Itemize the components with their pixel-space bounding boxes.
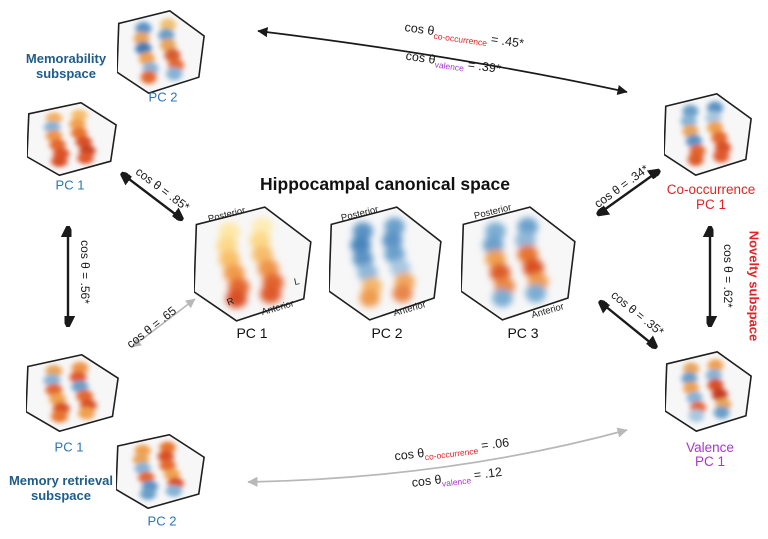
retrieval-subspace-label: Memory retrieval subspace: [8, 473, 114, 504]
cos-bottom-valence-value: = .12: [469, 464, 503, 483]
cos-cooccurrence-valence: cos θ = .62*: [720, 244, 735, 308]
cos-bottom-valence-sub: valence: [441, 475, 472, 489]
canonical-space-title: Hippocampal canonical space: [260, 173, 510, 194]
cos-bottom-cooccurrence-prefix: cos θ: [393, 445, 426, 464]
cos-bottom-cooccurrence: cos θco-occurrence = .06: [394, 435, 511, 466]
retrieval-subspace-line1: Memory retrieval: [8, 473, 114, 489]
memorability-pc2-label: PC 2: [148, 89, 178, 105]
cooccurrence-label: Co-occurrence: [666, 182, 756, 198]
memorability-pc1-label: PC 1: [55, 177, 85, 193]
retrieval-pc2-label: PC 2: [147, 513, 177, 529]
retrieval-subspace-line2: subspace: [31, 488, 91, 503]
cos-canonical-valence: cos θ = .35*: [608, 287, 667, 339]
brain-map-canonical-pc2: [329, 206, 442, 321]
cos-top-valence-value: = .39*: [463, 57, 502, 76]
cos-top-valence: cos θvalence = .39*: [404, 48, 502, 79]
cooccurrence-pc1-label: PC 1: [695, 197, 727, 213]
cos-top-cooccurrence-prefix: cos θ: [403, 20, 436, 39]
brain-map-memorability-pc2: [117, 10, 205, 94]
cos-top-valence-prefix: cos θ: [404, 48, 437, 67]
canonical-pc1-label: PC 1: [236, 324, 268, 341]
brain-map-retrieval-pc2: [116, 434, 205, 509]
cos-canonical-cooccurrence: cos θ = .34*: [591, 161, 652, 211]
memorability-subspace-line2: subspace: [36, 66, 96, 81]
cos-top-valence-sub: valence: [434, 59, 465, 74]
cos-bottom-valence: cos θvalence = .12: [411, 465, 503, 493]
novelty-subspace-label: Novelty subspace: [746, 230, 762, 342]
cos-top-cooccurrence-value: = .45*: [486, 31, 525, 51]
canonical-pc3-label: PC 3: [507, 324, 539, 341]
valence-label: Valence: [686, 440, 734, 456]
valence-pc1-label: PC 1: [694, 454, 726, 470]
brain-map-valence-pc1: [665, 351, 752, 432]
cos-bottom-valence-prefix: cos θ: [410, 472, 443, 490]
memorability-subspace-line1: Memorability: [25, 51, 107, 67]
retrieval-pc1-label: PC 1: [54, 439, 84, 455]
brain-map-retrieval-pc1: [26, 354, 119, 432]
cos-top-cooccurrence: cos θco-occurrence = .45*: [403, 20, 525, 54]
brain-map-cooccurrence-pc1: [664, 93, 752, 176]
brain-map-canonical-pc1: [194, 206, 312, 322]
memorability-subspace-label: Memorability subspace: [25, 51, 107, 82]
cos-top-cooccurrence-sub: co-occurrence: [432, 30, 488, 49]
cos-retrieval-canonical: cos θ = .65: [123, 303, 180, 351]
brain-map-canonical-pc3: [461, 206, 576, 321]
canonical-pc2-label: PC 2: [371, 324, 403, 341]
brain-map-memorability-pc1: [27, 102, 117, 176]
cos-bottom-cooccurrence-sub: co-occurrence: [424, 445, 479, 463]
cos-memorability-canonical: cos θ = .85*: [132, 164, 193, 215]
cos-bottom-cooccurrence-value: = .06: [476, 435, 510, 454]
cos-memorability-retrieval: cos θ = .56*: [77, 240, 92, 304]
